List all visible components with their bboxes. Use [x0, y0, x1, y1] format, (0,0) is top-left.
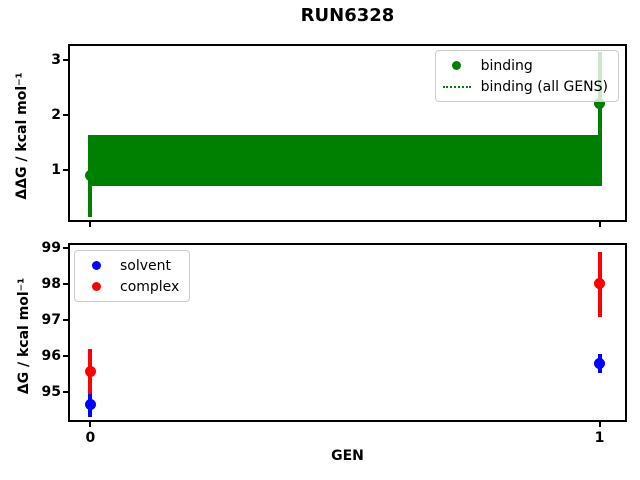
- legend-label: complex: [120, 278, 180, 295]
- legend-entry: complex: [81, 276, 179, 297]
- legend-dot-icon: [91, 282, 101, 291]
- y-axis-label-top: ΔΔG / kcal mol⁻¹: [14, 72, 30, 200]
- x-tick-label: 1: [594, 430, 605, 446]
- legend-label: solvent: [120, 257, 172, 274]
- legend-marker-icon: [81, 261, 111, 270]
- top-plot-area: 1 2 3 binding binding (all GENS): [51, 44, 627, 227]
- legend-dotted-line-icon: [442, 85, 472, 88]
- x-tick-mark: [598, 222, 601, 227]
- x-tick-mark: [89, 422, 92, 427]
- legend-marker-icon: [81, 282, 111, 291]
- x-axis-label: GEN: [331, 448, 364, 464]
- legend-dotted-line-swatch-icon: [442, 85, 471, 88]
- y-tick-label: 95: [41, 383, 61, 400]
- y-tick-mark: [63, 168, 68, 171]
- legend-entry: binding (all GENS): [442, 76, 608, 97]
- y-tick-label: 3: [51, 51, 61, 68]
- y-tick-mark: [63, 318, 68, 321]
- y-tick-label: 97: [41, 311, 61, 328]
- legend-dot-icon: [91, 261, 101, 270]
- binding-data-point: [594, 98, 606, 110]
- y-tick-mark: [63, 113, 68, 116]
- y-tick-label: 98: [41, 275, 61, 292]
- complex-data-point: [84, 365, 96, 377]
- x-tick-label: 0: [85, 430, 96, 446]
- legend-label: binding (all GENS): [480, 78, 608, 95]
- legend-label: binding: [480, 57, 533, 74]
- y-tick-label: 2: [51, 106, 61, 123]
- chart-title: RUN6328: [300, 5, 395, 26]
- y-tick-label: 96: [41, 347, 61, 364]
- y-tick-mark: [63, 246, 68, 249]
- complex-data-point: [594, 278, 606, 290]
- legend: binding binding (all GENS): [434, 50, 619, 102]
- legend: solvent complex: [74, 250, 191, 302]
- bottom-plot-area: 95 96 97 98 99 0 1 solvent complex: [42, 241, 627, 446]
- confidence-band: [90, 135, 600, 187]
- binding-error-bar: [597, 51, 602, 187]
- y-tick-label: 1: [51, 161, 61, 178]
- legend-dot-icon: [452, 61, 462, 70]
- y-tick-label: 99: [41, 239, 61, 256]
- solvent-data-point: [594, 357, 606, 369]
- y-tick-mark: [63, 354, 68, 357]
- y-axis-label-bottom: ΔG / kcal mol⁻¹: [16, 277, 32, 395]
- x-tick-mark: [598, 422, 601, 427]
- y-tick-mark: [63, 282, 68, 285]
- legend-entry: solvent: [81, 255, 179, 276]
- binding-data-point: [84, 169, 96, 181]
- legend-marker-icon: [442, 61, 472, 70]
- solvent-data-point: [84, 399, 96, 411]
- legend-entry: binding: [442, 55, 608, 76]
- y-tick-mark: [63, 390, 68, 393]
- x-tick-mark: [89, 222, 92, 227]
- y-tick-mark: [63, 58, 68, 61]
